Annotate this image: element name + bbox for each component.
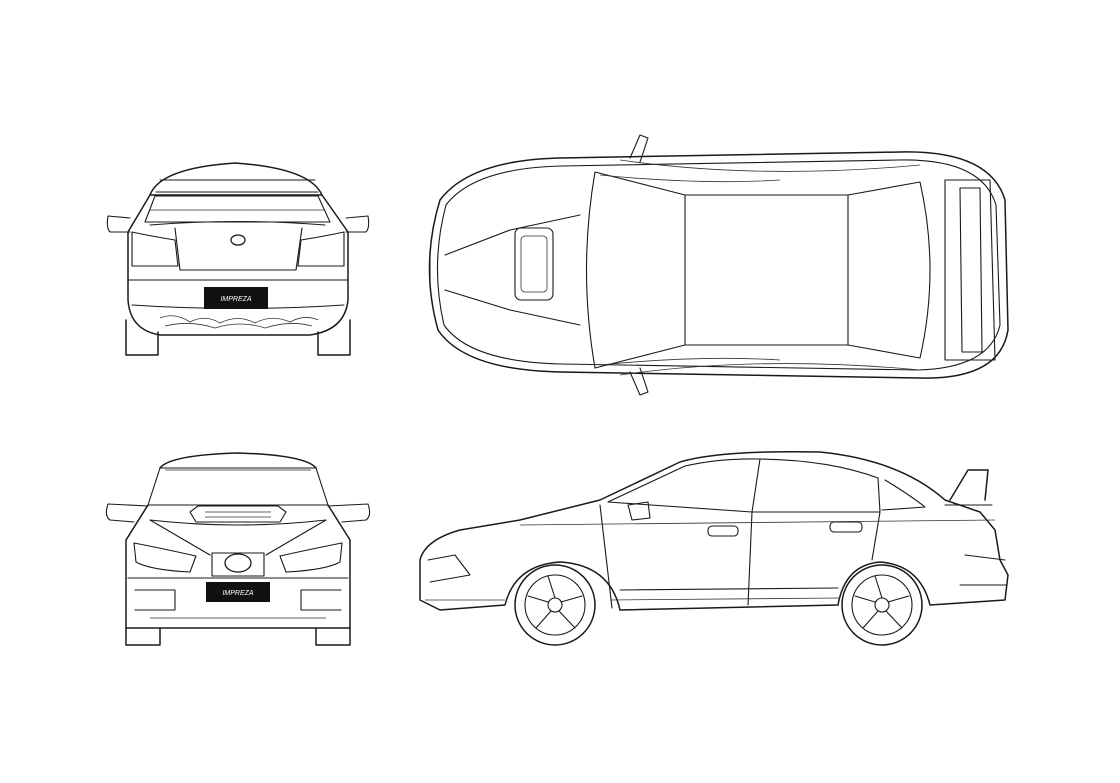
front-view: IMPREZA (105, 452, 371, 646)
rear-plate-text: IMPREZA (220, 296, 251, 303)
rear-license-plate: IMPREZA (204, 287, 268, 309)
side-front-wheel (514, 564, 596, 646)
rear-view: IMPREZA (106, 162, 370, 356)
side-view (419, 450, 1009, 646)
front-license-plate: IMPREZA (206, 582, 270, 602)
side-rear-wheel (841, 564, 923, 646)
front-plate-text: IMPREZA (222, 590, 253, 597)
top-view (428, 134, 1009, 396)
